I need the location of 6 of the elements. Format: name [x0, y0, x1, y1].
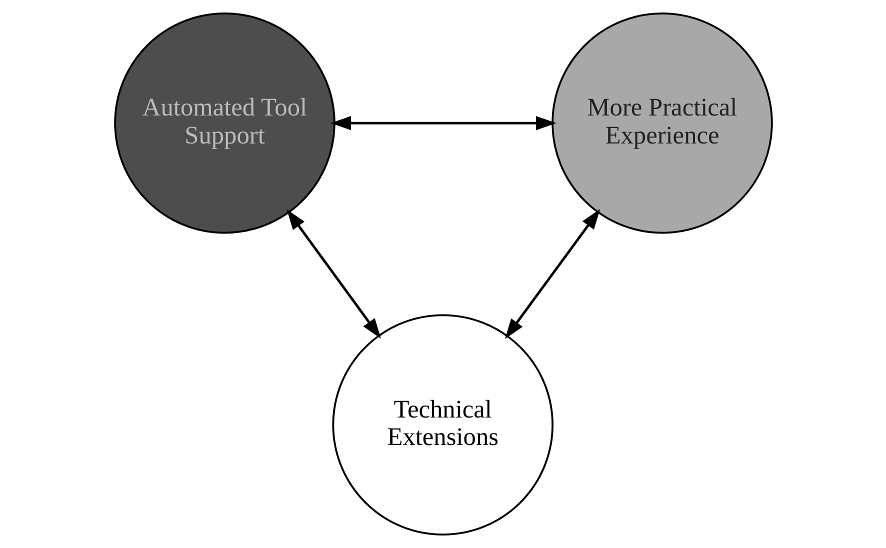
node-circle: Technical Extensions [332, 314, 553, 536]
arrow [286, 209, 380, 339]
arrow [504, 209, 600, 339]
node-circle: More Practical Experience [551, 12, 772, 234]
node-circle: Automated Tool Support [114, 12, 335, 234]
arrow [330, 116, 556, 130]
